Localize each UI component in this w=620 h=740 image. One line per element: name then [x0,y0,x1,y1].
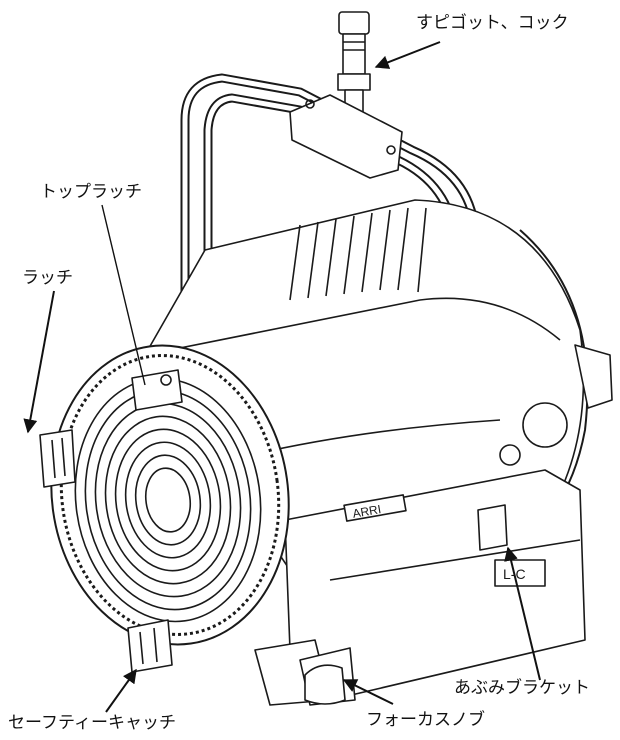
label-latch: ラッチ [22,268,73,288]
leader-spigot [374,41,441,69]
safety-catch-part [127,619,173,673]
label-stirrup-bracket: あぶみブラケット [454,677,590,698]
leader-latch [23,290,55,434]
leader-safety-catch [105,668,137,713]
leader-top-latch [101,204,146,386]
label-safety-catch: セーフティーキャッチ [8,713,176,733]
label-spigot: すピゴット、コック [416,12,569,33]
leader-stirrup-bracket [504,546,541,681]
focus-knob-part [304,664,346,705]
brand-marking: ARRI [351,502,382,521]
side-latch [39,429,76,488]
callout-labels: すピゴット、コック トップラッチ ラッチ セーフティーキャッチ フォーカスノブ … [8,12,590,733]
spigot [337,11,371,113]
top-latch [131,369,183,411]
label-focus-knob: フォーカスノブ [366,709,485,730]
label-top-latch: トップラッチ [40,182,142,202]
leader-focus-knob [342,679,394,705]
stirrup-bracket-part [477,504,508,551]
fixture-drawing: L-C ARRI [39,11,613,706]
leader-lines [23,41,541,713]
